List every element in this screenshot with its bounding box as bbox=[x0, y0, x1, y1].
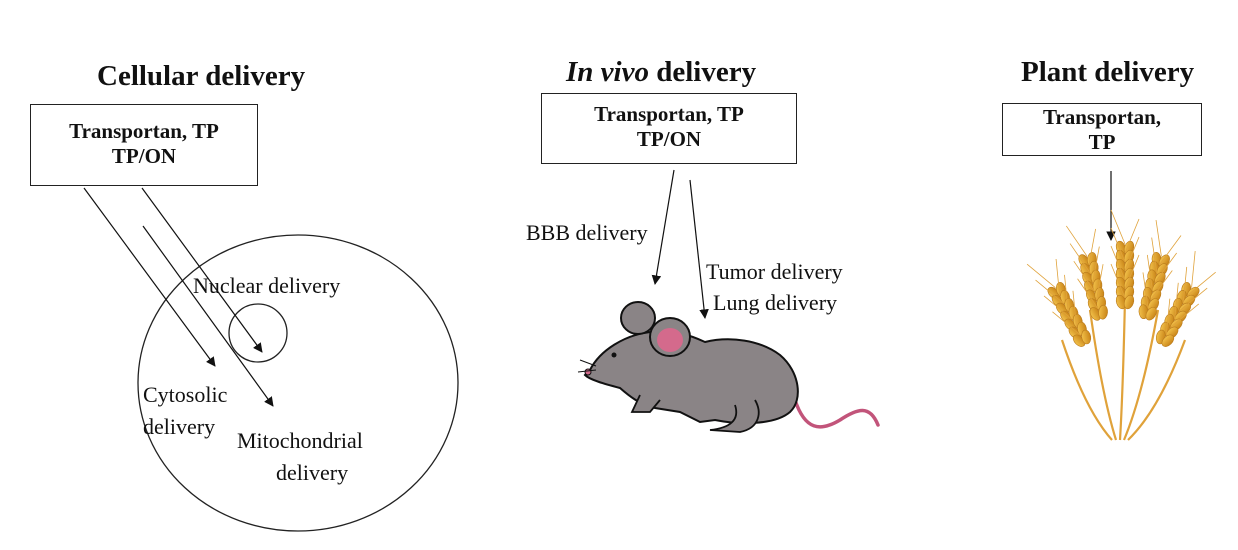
nuclear-arrow bbox=[141, 187, 263, 353]
cellular-box-line2: TP/ON bbox=[111, 144, 177, 168]
wheat-ear bbox=[1026, 258, 1092, 347]
invivo-box-line2: TP/ON bbox=[636, 127, 702, 151]
tumor-lung-arrow bbox=[689, 179, 709, 319]
mouse-icon bbox=[577, 301, 880, 433]
wheat-ear bbox=[1138, 219, 1182, 321]
invivo-box-line1: Transportan, TP bbox=[594, 102, 744, 126]
cytosolic-delivery-label-line2: delivery bbox=[143, 414, 216, 439]
mouse-nose bbox=[584, 368, 592, 376]
mouse-eye bbox=[611, 352, 617, 358]
plant-delivery-title: Plant delivery bbox=[1021, 56, 1195, 88]
invivo-transportan-box: Transportan, TP TP/ON bbox=[541, 93, 797, 164]
nuclear-delivery-label: Nuclear delivery bbox=[193, 273, 341, 298]
plant-box-line1: Transportan, bbox=[1042, 105, 1162, 129]
wheat-stalk bbox=[1127, 339, 1187, 441]
mitochondrial-delivery-label-line1: Mitochondrial bbox=[237, 428, 363, 453]
nucleus bbox=[228, 303, 288, 363]
mouse-ear-inner bbox=[657, 328, 683, 352]
plant-transportan-box: Transportan, TP bbox=[1002, 103, 1202, 156]
mouse-whiskers bbox=[577, 359, 597, 373]
wheat-ear bbox=[1065, 225, 1108, 321]
wheat-ear bbox=[1155, 251, 1216, 347]
mouse-tail bbox=[793, 398, 880, 429]
cellular-box-line1: Transportan, TP bbox=[69, 119, 219, 143]
lung-delivery-label: Lung delivery bbox=[713, 290, 838, 315]
wheat-stalk bbox=[1088, 309, 1118, 441]
wheat-stalk bbox=[1122, 309, 1160, 441]
cellular-delivery-title: Cellular delivery bbox=[97, 60, 306, 92]
cellular-transportan-box: Transportan, TP TP/ON bbox=[30, 104, 258, 186]
tumor-delivery-label: Tumor delivery bbox=[706, 259, 843, 284]
wheat-icon bbox=[1026, 209, 1216, 441]
cytosolic-delivery-label-line1: Cytosolic bbox=[143, 382, 228, 407]
mitochondrial-delivery-label-line2: delivery bbox=[276, 460, 349, 485]
mouse-body bbox=[583, 330, 799, 425]
cell-membrane bbox=[137, 234, 459, 532]
mouse-ear-back bbox=[620, 301, 656, 335]
wheat-stalk bbox=[1060, 339, 1113, 441]
plant-box-line2: TP bbox=[1088, 130, 1116, 154]
in-vivo-delivery-title: In vivo delivery bbox=[566, 56, 756, 89]
mitochondrial-arrow bbox=[142, 225, 274, 407]
mouse-hind-leg bbox=[709, 399, 760, 433]
cytosolic-arrow bbox=[83, 187, 216, 367]
bbb-delivery-label: BBB delivery bbox=[526, 220, 648, 245]
bbb-arrow bbox=[651, 169, 675, 285]
mouse-front-leg bbox=[630, 394, 661, 413]
wheat-ear bbox=[1110, 209, 1140, 310]
in-vivo-title-italic: In vivo bbox=[566, 56, 649, 88]
in-vivo-title-rest: delivery bbox=[648, 56, 757, 88]
wheat-stalk bbox=[1118, 297, 1127, 441]
